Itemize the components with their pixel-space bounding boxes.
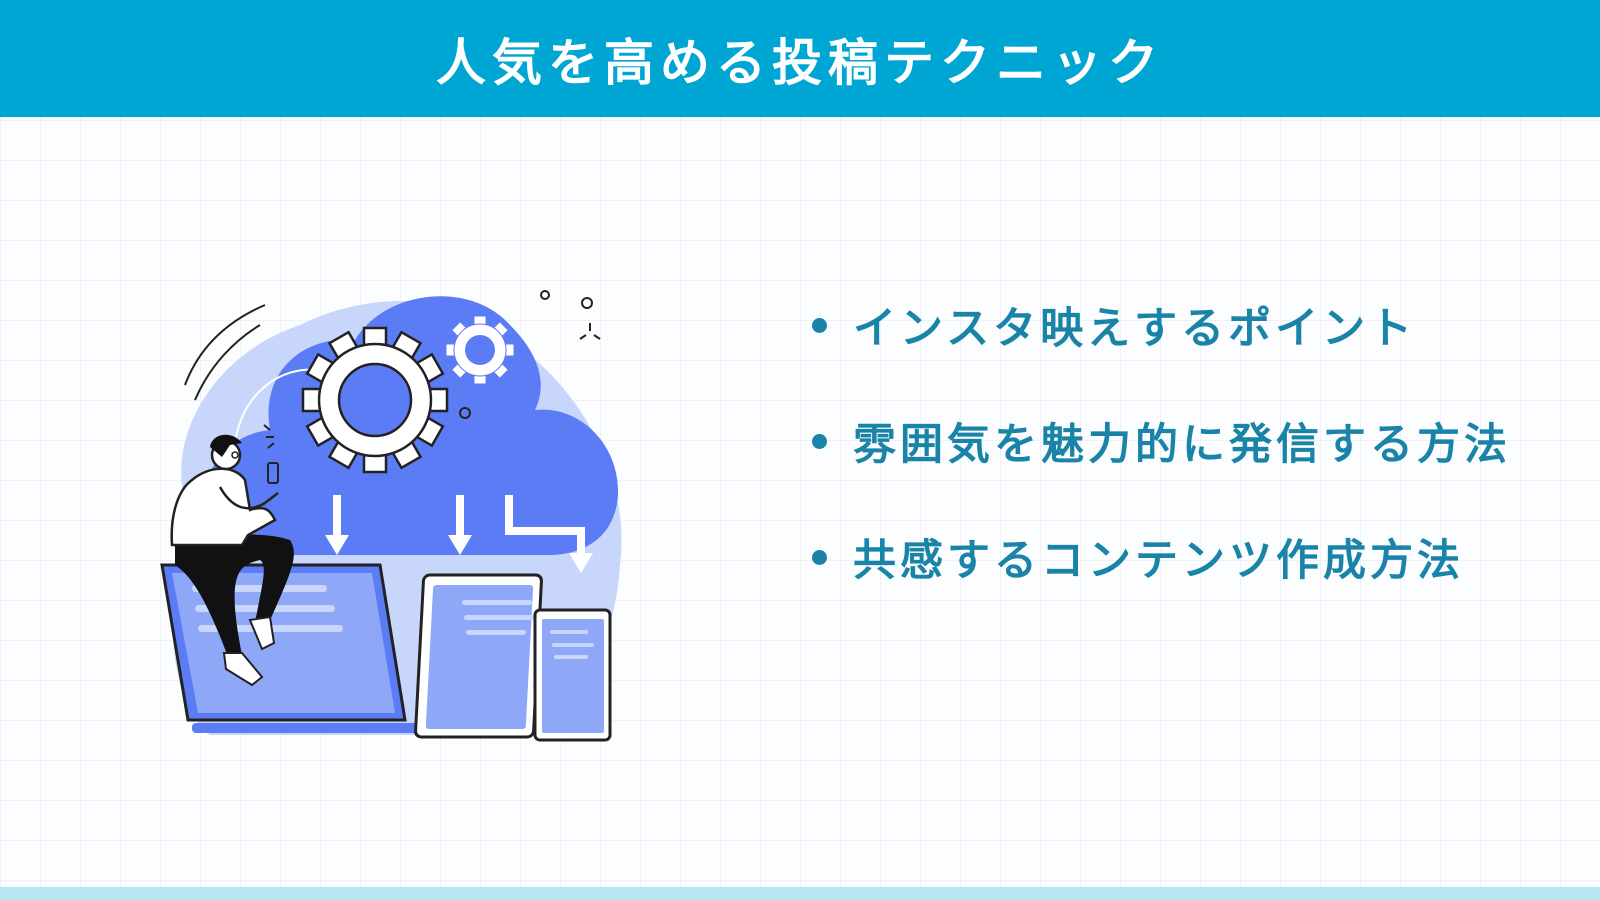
bullet-list: インスタ映えするポイント 雰囲気を魅力的に発信する方法 共感するコンテンツ作成方… xyxy=(812,292,1592,640)
list-item: 共感するコンテンツ作成方法 xyxy=(812,524,1592,590)
phone-in-hand-icon xyxy=(267,462,279,484)
sparkle-icon xyxy=(263,424,275,449)
person-icon xyxy=(170,434,294,687)
dot-icon xyxy=(540,290,550,300)
sparkle-icon xyxy=(579,323,601,340)
header-bar: 人気を高める投稿テクニック xyxy=(0,0,1600,117)
bullet-text: 共感するコンテンツ作成方法 xyxy=(853,536,1464,586)
list-item: 雰囲気を魅力的に発信する方法 xyxy=(812,408,1592,474)
arrow-down-icon xyxy=(448,495,472,555)
illustration-svg xyxy=(160,290,622,742)
motion-line-icon xyxy=(234,368,321,446)
gear-icon xyxy=(301,326,449,474)
arrow-bent-icon xyxy=(505,495,593,573)
motion-line-icon xyxy=(184,304,266,386)
phone-icon xyxy=(533,608,612,742)
bullet-text: 雰囲気を魅力的に発信する方法 xyxy=(853,420,1511,470)
list-item: インスタ映えするポイント xyxy=(812,292,1592,358)
dot-icon xyxy=(581,297,593,309)
page-title: 人気を高める投稿テクニック xyxy=(436,33,1164,92)
bullet-dot-icon xyxy=(812,549,827,565)
bullet-text: インスタ映えするポイント xyxy=(853,304,1417,354)
motion-line-icon xyxy=(194,324,261,401)
arrow-down-icon xyxy=(325,495,349,555)
bullet-dot-icon xyxy=(812,317,827,333)
bullet-dot-icon xyxy=(812,433,827,449)
cloud-computing-illustration xyxy=(150,265,650,765)
gear-small-icon xyxy=(445,315,515,385)
dot-icon xyxy=(459,407,471,419)
tablet-icon xyxy=(414,573,543,739)
footer-bar xyxy=(0,887,1600,900)
